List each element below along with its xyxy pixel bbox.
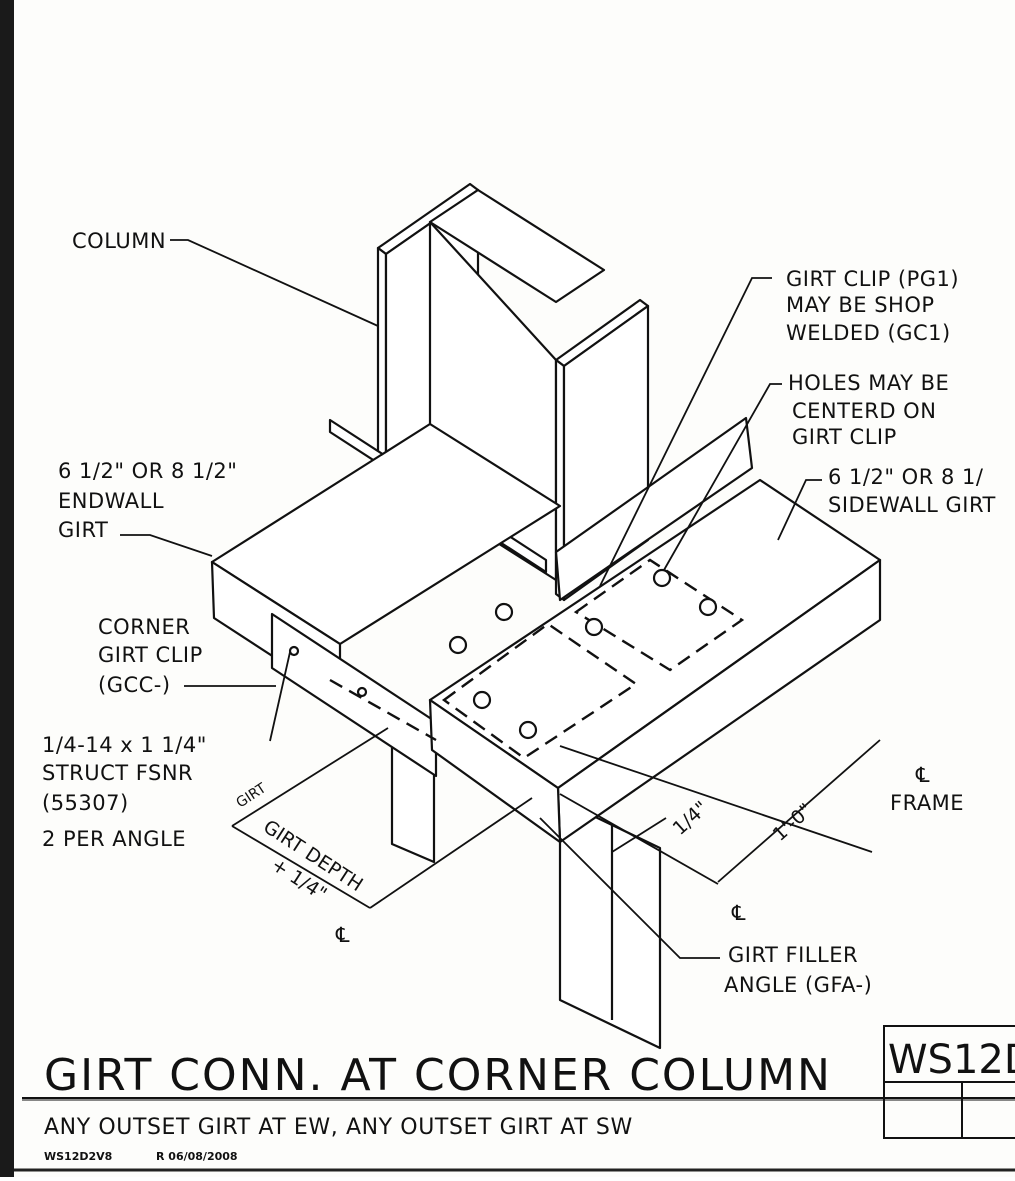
pl-extension <box>559 793 719 885</box>
label-endwall-2: ENDWALL <box>58 489 164 513</box>
isometric-view <box>210 182 882 1050</box>
title-block: GIRT CONN. AT CORNER COLUMN WS12D ANY OU… <box>22 1025 1015 1163</box>
label-corner-1: CORNER <box>98 615 190 639</box>
revision-date: R 06/08/2008 <box>156 1150 238 1163</box>
leader-lines <box>120 239 881 959</box>
bolt-icon <box>652 568 672 588</box>
label-frame: FRAME <box>890 791 964 815</box>
leader-fsnr <box>269 651 291 742</box>
label-corner-2: GIRT CLIP <box>98 643 203 667</box>
bolt-icon <box>472 690 492 710</box>
dim-one-foot: 1'-0" <box>769 799 817 845</box>
label-frame-cl: ℄ <box>915 763 930 787</box>
fastener-icon <box>356 686 368 698</box>
leader-endwall <box>120 534 213 557</box>
girt-clip-hidden-outline-2 <box>573 558 745 672</box>
callouts: COLUMN GIRT CLIP (PG1) MAY BE SHOP WELDE… <box>42 229 996 997</box>
label-girt-clip-3: WELDED (GC1) <box>786 321 951 345</box>
label-pl-1: ℄ <box>731 901 746 925</box>
label-holes-3: GIRT CLIP <box>792 425 897 449</box>
sidewall-girt-lip <box>554 416 754 602</box>
leader-filler <box>539 817 720 959</box>
label-sidewall-1: 6 1/2" OR 8 1/ <box>828 465 984 489</box>
bolts <box>288 568 718 740</box>
label-corner-3: (GCC-) <box>98 673 171 697</box>
label-filler-2: ANGLE (GFA-) <box>724 973 872 997</box>
sheet-border-left <box>0 0 14 1177</box>
fastener-icon <box>288 645 300 657</box>
corner-clip-hidden-line <box>329 678 437 742</box>
leader-holes <box>663 383 782 571</box>
label-holes-1: HOLES MAY BE <box>788 371 949 395</box>
girt-depth-extension-2 <box>369 797 533 909</box>
dim-line-girt-depth <box>231 825 371 909</box>
drawing-title: GIRT CONN. AT CORNER COLUMN <box>44 1050 832 1101</box>
detail-number: WS12D <box>888 1037 1015 1083</box>
corner-girt-clip <box>270 612 438 778</box>
label-filler-1: GIRT FILLER <box>728 943 858 967</box>
drawing-subtitle: ANY OUTSET GIRT AT EW, ANY OUTSET GIRT A… <box>44 1115 633 1140</box>
label-holes-2: CENTERD ON <box>792 399 936 423</box>
leader-girt-clip <box>599 277 772 587</box>
dim-line-quarter <box>611 817 667 853</box>
bolt-icon <box>448 635 468 655</box>
label-fsnr-3: (55307) <box>42 791 129 815</box>
label-fsnr-4: 2 PER ANGLE <box>42 827 186 851</box>
label-girt-clip-1: GIRT CLIP (PG1) <box>786 267 959 291</box>
bolt-icon <box>698 597 718 617</box>
frame-center-line <box>559 745 873 853</box>
label-sidewall-2: SIDEWALL GIRT <box>828 493 996 517</box>
hidden-lines <box>329 558 745 760</box>
girt-depth-extension <box>231 727 389 827</box>
dim-quarter: 1/4" <box>669 797 713 840</box>
label-column: COLUMN <box>72 229 166 253</box>
bolt-icon <box>494 602 514 622</box>
file-reference: WS12D2V8 <box>44 1150 112 1163</box>
label-fsnr-1: 1/4-14 x 1 1/4" <box>42 733 207 757</box>
leader-sidewall <box>777 479 822 541</box>
bolt-icon <box>518 720 538 740</box>
girt-clip-hidden-outline <box>441 622 639 760</box>
leader-column <box>170 239 379 327</box>
label-endwall-3: GIRT <box>58 518 108 542</box>
bolt-icon <box>584 617 604 637</box>
dim-line-one-foot <box>717 739 881 883</box>
sidewall-girt-end <box>428 698 562 844</box>
label-pl-2: ℄ <box>335 923 350 947</box>
label-fsnr-2: STRUCT FSNR <box>42 761 193 785</box>
column-web-top <box>428 188 606 304</box>
label-girt-clip-2: MAY BE SHOP <box>786 293 935 317</box>
label-endwall-1: 6 1/2" OR 8 1/2" <box>58 459 237 483</box>
